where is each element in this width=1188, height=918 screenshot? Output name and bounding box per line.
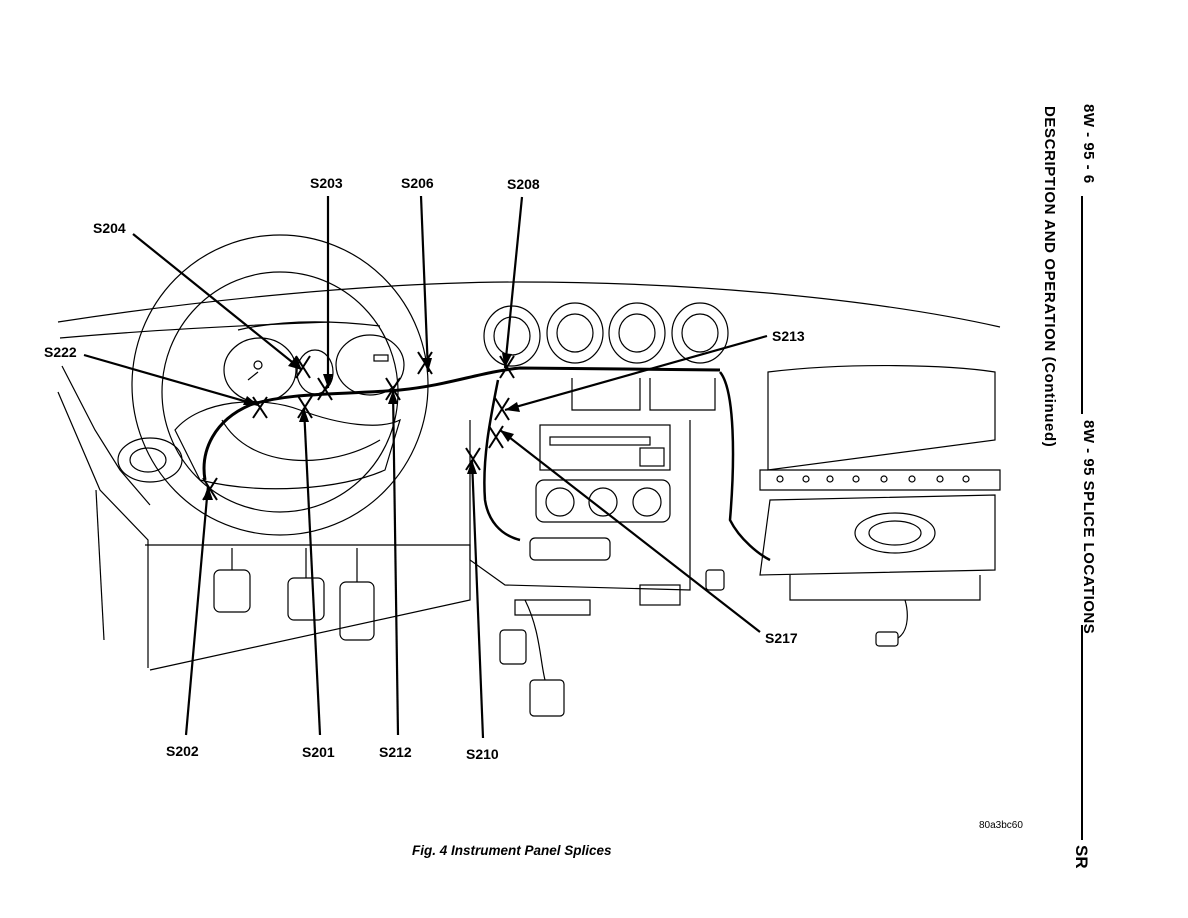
steering-wheel-inner xyxy=(161,271,399,513)
page-number: 8W - 95 - 6 xyxy=(1080,104,1097,184)
label-s201: S201 xyxy=(302,744,335,760)
leader-s217 xyxy=(499,429,761,633)
dash-left-slope xyxy=(61,365,151,506)
radio xyxy=(539,424,671,471)
glove-box xyxy=(767,364,996,471)
leader-s210 xyxy=(470,459,485,739)
connector-a xyxy=(499,629,527,665)
glove-box-latch xyxy=(854,512,936,554)
instrument-panel-diagram: S203 S206 S208 S204 S222 S213 S217 S202 … xyxy=(44,175,1001,762)
connector-b xyxy=(529,679,565,717)
label-s206: S206 xyxy=(401,175,434,191)
pedal-brake xyxy=(287,577,325,621)
connector-c xyxy=(875,631,899,647)
steering-hub xyxy=(174,401,401,490)
leader-s208 xyxy=(503,196,524,369)
figure-caption: Fig. 4 Instrument Panel Splices xyxy=(412,843,612,858)
ip-harness xyxy=(202,366,721,481)
left-vent xyxy=(117,437,183,483)
section-code: SR xyxy=(1072,845,1091,869)
label-s203: S203 xyxy=(310,175,343,191)
leader-s213 xyxy=(504,334,768,412)
leader-s204 xyxy=(132,233,303,371)
label-s208: S208 xyxy=(507,176,540,192)
dash-left-edge xyxy=(57,391,149,668)
leader-s222 xyxy=(83,353,259,407)
header-rule-2 xyxy=(1081,625,1083,840)
vent-1 xyxy=(483,305,541,367)
dash-top-inner xyxy=(59,321,331,339)
center-stack xyxy=(469,420,691,591)
arrowheads xyxy=(203,353,520,500)
pedal-left xyxy=(213,569,251,613)
pedal-accel xyxy=(339,581,375,641)
tachometer xyxy=(335,334,405,396)
leader-s202 xyxy=(184,485,210,736)
leader-s201 xyxy=(302,407,322,736)
dash-top-line xyxy=(57,281,1001,328)
vent-2 xyxy=(546,302,604,364)
climate-controls xyxy=(535,479,671,523)
section-title: 8W - 95 SPLICE LOCATIONS xyxy=(1080,420,1097,635)
vent-3 xyxy=(608,302,666,364)
label-s213: S213 xyxy=(772,328,805,344)
leader-s206 xyxy=(419,195,430,373)
steering-wheel-outer xyxy=(131,234,429,536)
leader-lines xyxy=(83,195,768,739)
leader-s212 xyxy=(391,389,400,736)
vent-4 xyxy=(671,302,729,364)
label-s212: S212 xyxy=(379,744,412,760)
label-s222: S222 xyxy=(44,344,77,360)
label-s217: S217 xyxy=(765,630,798,646)
label-s202: S202 xyxy=(166,743,199,759)
label-s204: S204 xyxy=(93,220,126,236)
knee-panel xyxy=(145,544,471,671)
splice-marks xyxy=(202,351,515,501)
dash-lower-left xyxy=(95,489,105,641)
speedometer xyxy=(223,337,297,403)
header-rule-1 xyxy=(1081,196,1083,414)
figure-image-code: 80a3bc60 xyxy=(979,820,1023,831)
label-s210: S210 xyxy=(466,746,499,762)
